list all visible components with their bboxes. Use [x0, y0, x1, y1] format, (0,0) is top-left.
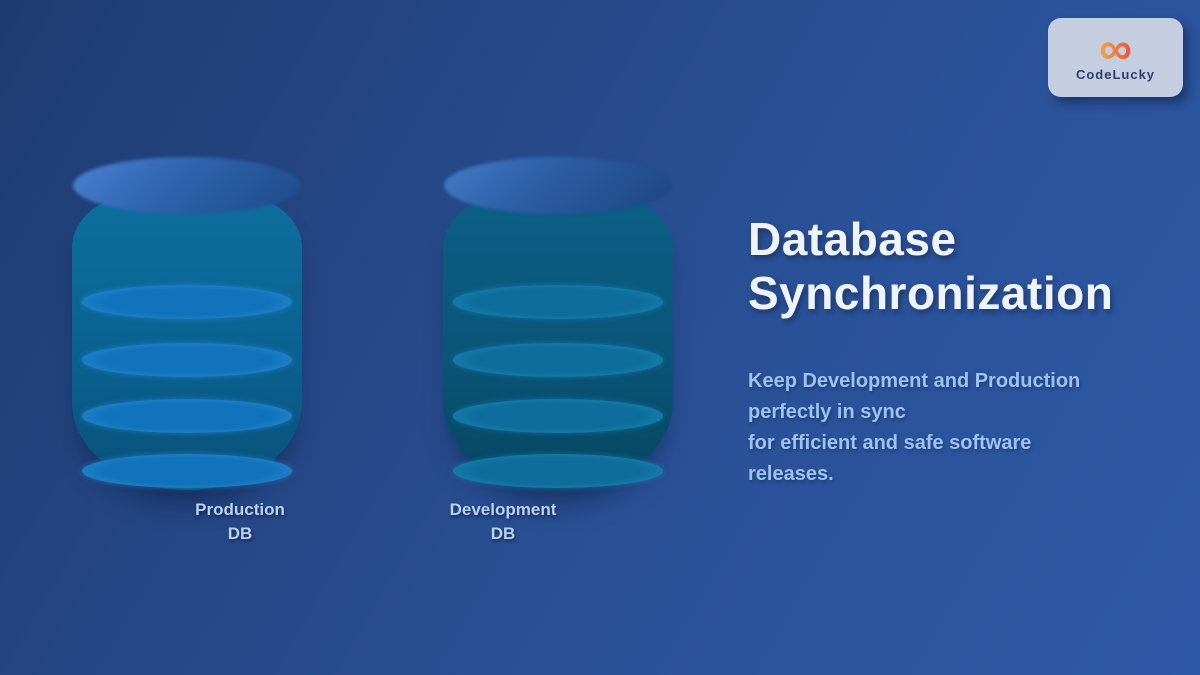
db-label-type: DB — [490, 524, 516, 543]
development-db-cylinder — [443, 157, 673, 497]
development-db-body — [443, 196, 673, 490]
production-db-lid — [73, 157, 301, 214]
subtitle-line: for efficient and safe software — [748, 432, 1032, 454]
db-label-type: DB — [227, 524, 253, 543]
subtitle-line: releases. — [748, 463, 834, 485]
infinity-icon: ∞ — [1099, 22, 1132, 74]
db-disc — [82, 399, 292, 433]
page-title: Database Synchronization — [748, 212, 1168, 320]
db-disc — [82, 343, 292, 377]
production-db-body — [72, 196, 302, 490]
development-db-label: Development DB — [423, 498, 583, 546]
db-disc — [82, 285, 292, 319]
db-disc — [453, 454, 663, 488]
title-line: Synchronization — [748, 267, 1114, 319]
title-line: Database — [748, 213, 957, 265]
page-subtitle: Keep Development and Production perfectl… — [748, 366, 1138, 490]
db-disc — [453, 399, 663, 433]
db-disc — [82, 454, 292, 488]
db-disc — [453, 285, 663, 319]
codelucky-logo-card: ∞ CodeLucky — [1048, 18, 1183, 97]
logo-brand-text: CodeLucky — [1075, 67, 1156, 82]
subtitle-line: Keep Development and Production — [748, 370, 1081, 392]
db-disc — [453, 343, 663, 377]
production-db-cylinder — [72, 157, 302, 497]
db-label-name: Development — [449, 500, 557, 519]
development-db-lid — [444, 157, 672, 214]
db-label-name: Production — [195, 500, 285, 519]
production-db-label: Production DB — [160, 498, 320, 546]
subtitle-line: perfectly in sync — [748, 401, 906, 423]
